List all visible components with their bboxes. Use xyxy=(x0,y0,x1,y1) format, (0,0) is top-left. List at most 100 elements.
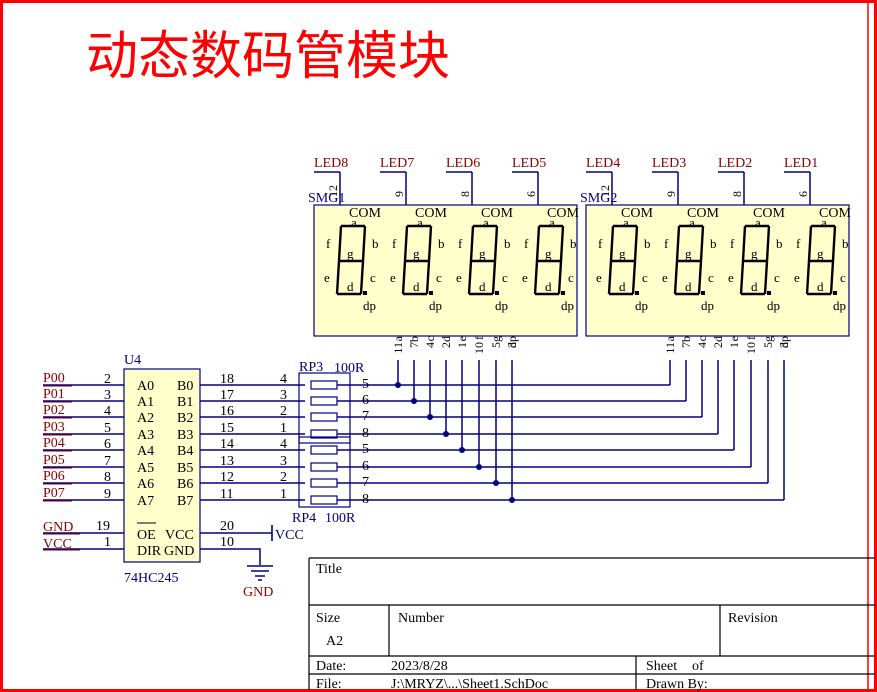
segment-c xyxy=(359,260,365,295)
u4-pin-a2: A2 xyxy=(137,411,154,426)
segment-dp xyxy=(561,291,565,295)
seg-label-c: c xyxy=(840,270,846,285)
seg-label-a: a xyxy=(483,215,489,230)
seg-label-dp: dp xyxy=(635,298,648,313)
junction-dot xyxy=(509,497,515,503)
seg-label-dp: dp xyxy=(561,298,574,313)
segment-c xyxy=(557,260,563,295)
junction-dot xyxy=(427,414,433,420)
seg-label-c: c xyxy=(774,270,780,285)
segment-c xyxy=(763,260,769,295)
page-title: 动态数码管模块 xyxy=(86,27,450,87)
resistor-element xyxy=(310,478,338,488)
segment-f xyxy=(807,225,813,262)
rp-pin-left: 1 xyxy=(280,487,287,502)
segment-b xyxy=(493,225,499,262)
com-pin-number: 9 xyxy=(392,191,406,197)
resistor-element xyxy=(310,445,338,455)
segment-pin-name: a xyxy=(391,335,405,341)
segment-dp xyxy=(429,291,433,295)
rp3-value: 100R xyxy=(334,361,365,376)
u4-pin-a7: A7 xyxy=(137,494,154,509)
segment-pin-name: dp xyxy=(777,336,791,348)
seg-label-a: a xyxy=(755,215,761,230)
title-block: Title Size A2 Number Revision Date: 2023… xyxy=(308,557,876,692)
segment-c xyxy=(631,260,637,295)
rp-pin-right: 7 xyxy=(362,475,369,490)
rp-pin-right: 5 xyxy=(362,442,369,457)
segment-b xyxy=(427,225,433,262)
seg-label-b: b xyxy=(842,236,849,251)
segment-dp xyxy=(701,291,705,295)
u4-pin-a1: A1 xyxy=(137,395,154,410)
seg-label-c: c xyxy=(568,270,574,285)
power-gnd: GND xyxy=(243,585,273,600)
u4-part: 74HC245 xyxy=(124,571,178,586)
segment-pin-name: dp xyxy=(505,336,519,348)
tb-date-value: 2023/8/28 xyxy=(391,659,448,674)
seg-label-g: g xyxy=(817,246,824,261)
rp3-ref: RP3 xyxy=(299,360,323,375)
u4-vcc-name: VCC xyxy=(165,528,194,543)
segment-f xyxy=(337,225,343,262)
segment-e xyxy=(401,260,407,295)
segment-pin-name: c xyxy=(423,336,437,341)
junction-dot xyxy=(476,464,482,470)
rp-pin-left: 3 xyxy=(280,388,287,403)
segment-dp xyxy=(363,291,367,295)
seg-label-f: f xyxy=(598,236,603,251)
seg-label-e: e xyxy=(662,270,668,285)
segment-e xyxy=(335,260,341,295)
tb-revision-label: Revision xyxy=(728,611,778,626)
net-label-led: LED3 xyxy=(652,156,686,171)
u4-pin-10: 10 xyxy=(220,535,234,550)
segment-pin-name: g xyxy=(761,336,775,342)
u4-pin-number: 13 xyxy=(220,454,234,469)
seg-label-a: a xyxy=(689,215,695,230)
seg-label-f: f xyxy=(524,236,529,251)
u4-pin-number: 9 xyxy=(104,487,111,502)
net-label-p07: P07 xyxy=(43,486,65,501)
tb-file-value: J:\MRYZ\...\Sheet1.SchDoc xyxy=(391,677,548,692)
com-pin-number: 6 xyxy=(796,191,810,197)
segment-pin-name: g xyxy=(489,336,503,342)
seg-label-b: b xyxy=(504,236,511,251)
u4-pin-number: 5 xyxy=(104,421,111,436)
segment-e xyxy=(805,260,811,295)
seg-label-g: g xyxy=(751,246,758,261)
segment-b xyxy=(361,225,367,262)
com-label: COM xyxy=(481,206,513,221)
junction-dot xyxy=(411,398,417,404)
segment-b xyxy=(633,225,639,262)
segment-pin-number: 7 xyxy=(679,342,693,348)
segment-c xyxy=(697,260,703,295)
segment-pin-name: e xyxy=(455,336,469,341)
u4-pin-1: 1 xyxy=(104,535,111,550)
junction-dot xyxy=(395,382,401,388)
segment-e xyxy=(467,260,473,295)
segment-c xyxy=(425,260,431,295)
seg-label-b: b xyxy=(570,236,577,251)
resistor-network-rp3[interactable]: RP3 100R xyxy=(298,360,365,444)
seg-label-d: d xyxy=(619,279,626,294)
u4-pin-a0: A0 xyxy=(137,379,154,394)
u4-pin-number: 4 xyxy=(104,404,111,419)
net-label-led: LED8 xyxy=(314,156,348,171)
segment-pin-name: e xyxy=(727,336,741,341)
seg-label-g: g xyxy=(685,246,692,261)
segment-pin-number: 11 xyxy=(663,342,677,354)
u4-pin-a3: A3 xyxy=(137,428,154,443)
resistor-network-rp4[interactable]: RP4 100R xyxy=(292,436,356,526)
segment-pin-number: 2 xyxy=(439,342,453,348)
net-label-p00: P00 xyxy=(43,371,65,386)
seg-label-dp: dp xyxy=(833,298,846,313)
resistor-element xyxy=(310,396,338,406)
seg-label-a: a xyxy=(351,215,357,230)
segment-pin-number: 5 xyxy=(489,342,503,348)
rp-pin-left: 2 xyxy=(280,470,287,485)
tb-size-label: Size xyxy=(316,611,340,626)
seg-label-g: g xyxy=(479,246,486,261)
net-label-led: LED2 xyxy=(718,156,752,171)
power-vcc: VCC xyxy=(275,528,304,543)
